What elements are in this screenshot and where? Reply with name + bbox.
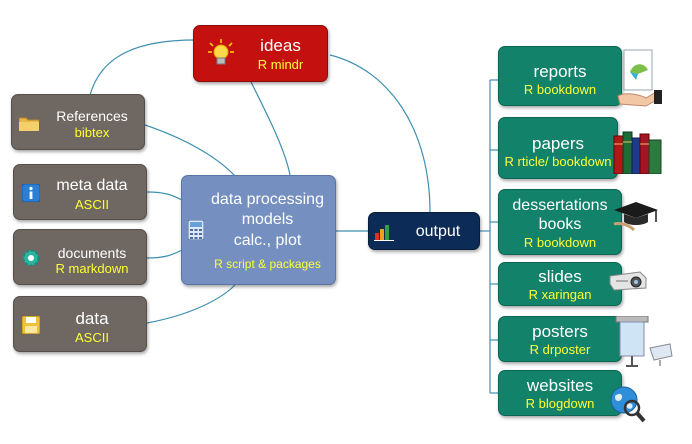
gear-icon	[22, 249, 40, 267]
slides-node[interactable]: slides R xaringan	[498, 262, 622, 306]
websites-title: websites	[526, 376, 594, 395]
ideas-title: ideas	[260, 36, 301, 55]
metadata-node[interactable]: meta data ASCII	[13, 164, 147, 220]
dissertations-subtitle: R bookdown	[523, 235, 597, 250]
websites-subtitle: R blogdown	[525, 396, 595, 411]
books-icon	[613, 131, 662, 174]
papers-title: papers	[532, 134, 584, 153]
central-title: data processing models calc., plot	[211, 191, 324, 249]
central-node[interactable]: data processing models calc., plot R scr…	[181, 175, 336, 285]
projector-icon	[609, 271, 647, 291]
graduation-cap-icon	[613, 202, 658, 232]
metadata-subtitle: ASCII	[75, 197, 109, 212]
output-node[interactable]: output	[368, 212, 480, 250]
globe-search-icon	[610, 386, 646, 423]
slides-title: slides	[538, 267, 582, 286]
ideas-subtitle: R mindr	[257, 57, 304, 72]
papers-node[interactable]: papers R rticle/ bookdown	[498, 117, 618, 179]
posters-node[interactable]: posters R drposter	[498, 316, 622, 362]
data-node[interactable]: data ASCII	[13, 296, 147, 352]
websites-node[interactable]: websites R blogdown	[498, 370, 622, 416]
documents-node[interactable]: documents R markdown	[13, 229, 147, 285]
documents-subtitle: R markdown	[55, 261, 129, 276]
posters-title: posters	[532, 322, 588, 341]
references-subtitle: bibtex	[74, 125, 110, 140]
ideas-node[interactable]: ideas R mindr	[193, 25, 328, 82]
dissertations-node[interactable]: dessertations books R bookdown	[498, 189, 622, 255]
bar-chart-icon	[374, 225, 394, 241]
report-hand-icon	[617, 49, 662, 107]
info-icon	[22, 184, 40, 202]
papers-subtitle: R rticle/ bookdown	[504, 154, 612, 169]
calculator-icon	[188, 220, 204, 240]
slides-subtitle: R xaringan	[528, 287, 592, 302]
output-title: output	[415, 223, 461, 240]
documents-title: documents	[57, 245, 127, 261]
reports-node[interactable]: reports R bookdown	[498, 46, 622, 106]
central-subtitle: R script & packages	[214, 257, 321, 271]
dissertations-title: dessertations books	[512, 197, 608, 234]
folder-icon	[19, 117, 39, 131]
lightbulb-icon	[208, 39, 234, 65]
posters-subtitle: R drposter	[529, 342, 591, 357]
data-title: data	[75, 309, 109, 328]
metadata-title: meta data	[56, 177, 128, 194]
references-node[interactable]: References bibtex	[11, 94, 145, 150]
projection-screen-icon	[615, 316, 673, 367]
data-subtitle: ASCII	[75, 330, 109, 345]
floppy-disk-icon	[22, 316, 40, 334]
references-title: References	[56, 108, 128, 124]
reports-subtitle: R bookdown	[523, 82, 597, 97]
reports-title: reports	[533, 62, 587, 81]
